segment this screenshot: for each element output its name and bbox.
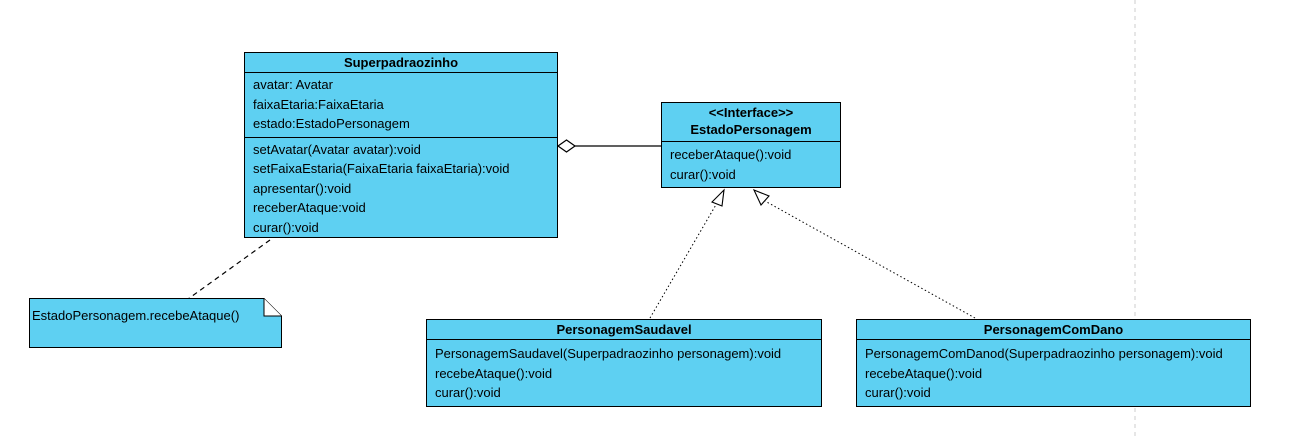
method-curar[interactable]: curar():void (253, 219, 319, 235)
class-personagem-saudavel[interactable]: PersonagemSaudavel PersonagemSaudavel(Su… (426, 319, 822, 407)
method-curar[interactable]: curar():void (435, 385, 501, 400)
realization-arrowhead-saudavel (711, 188, 725, 207)
note-shape (29, 298, 282, 348)
realization-arrowhead-com-dano (752, 188, 770, 206)
method-set-faixa-estaria[interactable]: setFaixaEstaria(FaixaEtaria faixaEtaria)… (253, 161, 510, 176)
realization-line-com-dano[interactable] (764, 200, 976, 319)
method-receber-ataque[interactable]: receberAtaque:void (253, 200, 366, 215)
method-curar[interactable]: curar():void (865, 385, 931, 400)
class-name-text: Superpadraozinho (343, 55, 459, 70)
interface-stereotype: <<Interface>> (708, 105, 794, 120)
method-recebe-ataque[interactable]: recebeAtaque():void (435, 365, 553, 381)
interface-estado-personagem[interactable]: <<Interface>> EstadoPersonagem receberAt… (661, 102, 841, 188)
class-name: Superpadraozinho (245, 53, 557, 73)
note-text: EstadoPersonagem.recebeAtaque() (32, 308, 240, 323)
aggregation-diamond (556, 139, 577, 153)
class-name: PersonagemComDano (857, 320, 1250, 340)
interface-name: EstadoPersonagem (690, 122, 812, 137)
note-anchor-line[interactable] (187, 239, 271, 300)
attribute-estado[interactable]: estado:EstadoPersonagem (253, 116, 410, 131)
method-curar[interactable]: curar():void (670, 166, 736, 182)
methods-section: receberAtaque():void curar():void (662, 142, 840, 187)
class-superpadraozinho[interactable]: Superpadraozinho avatar: Avatar faixaEta… (244, 52, 558, 238)
method-constructor[interactable]: PersonagemSaudavel(Superpadraozinho pers… (435, 346, 782, 361)
attributes-section: avatar: Avatar faixaEtaria:FaixaEtaria e… (245, 73, 557, 138)
method-apresentar[interactable]: apresentar():void (253, 180, 352, 196)
class-name-text: PersonagemComDano (983, 322, 1124, 337)
method-recebe-ataque[interactable]: recebeAtaque():void (865, 365, 983, 381)
methods-section: PersonagemComDanod(Superpadraozinho pers… (857, 340, 1250, 406)
class-name-text: PersonagemSaudavel (556, 322, 692, 337)
class-name: PersonagemSaudavel (427, 320, 821, 340)
interface-header: <<Interface>> EstadoPersonagem (662, 103, 840, 142)
method-receber-ataque[interactable]: receberAtaque():void (670, 147, 792, 162)
note[interactable]: EstadoPersonagem.recebeAtaque() (29, 298, 282, 348)
methods-section: setAvatar(Avatar avatar):void setFaixaEs… (245, 138, 557, 241)
class-personagem-com-dano[interactable]: PersonagemComDano PersonagemComDanod(Sup… (856, 319, 1251, 407)
realization-line-saudavel[interactable] (649, 202, 718, 319)
method-constructor[interactable]: PersonagemComDanod(Superpadraozinho pers… (865, 346, 1223, 361)
attribute-avatar[interactable]: avatar: Avatar (253, 77, 333, 92)
method-set-avatar[interactable]: setAvatar(Avatar avatar):void (253, 141, 421, 157)
attribute-faixa-etaria[interactable]: faixaEtaria:FaixaEtaria (253, 96, 384, 112)
methods-section: PersonagemSaudavel(Superpadraozinho pers… (427, 340, 821, 406)
